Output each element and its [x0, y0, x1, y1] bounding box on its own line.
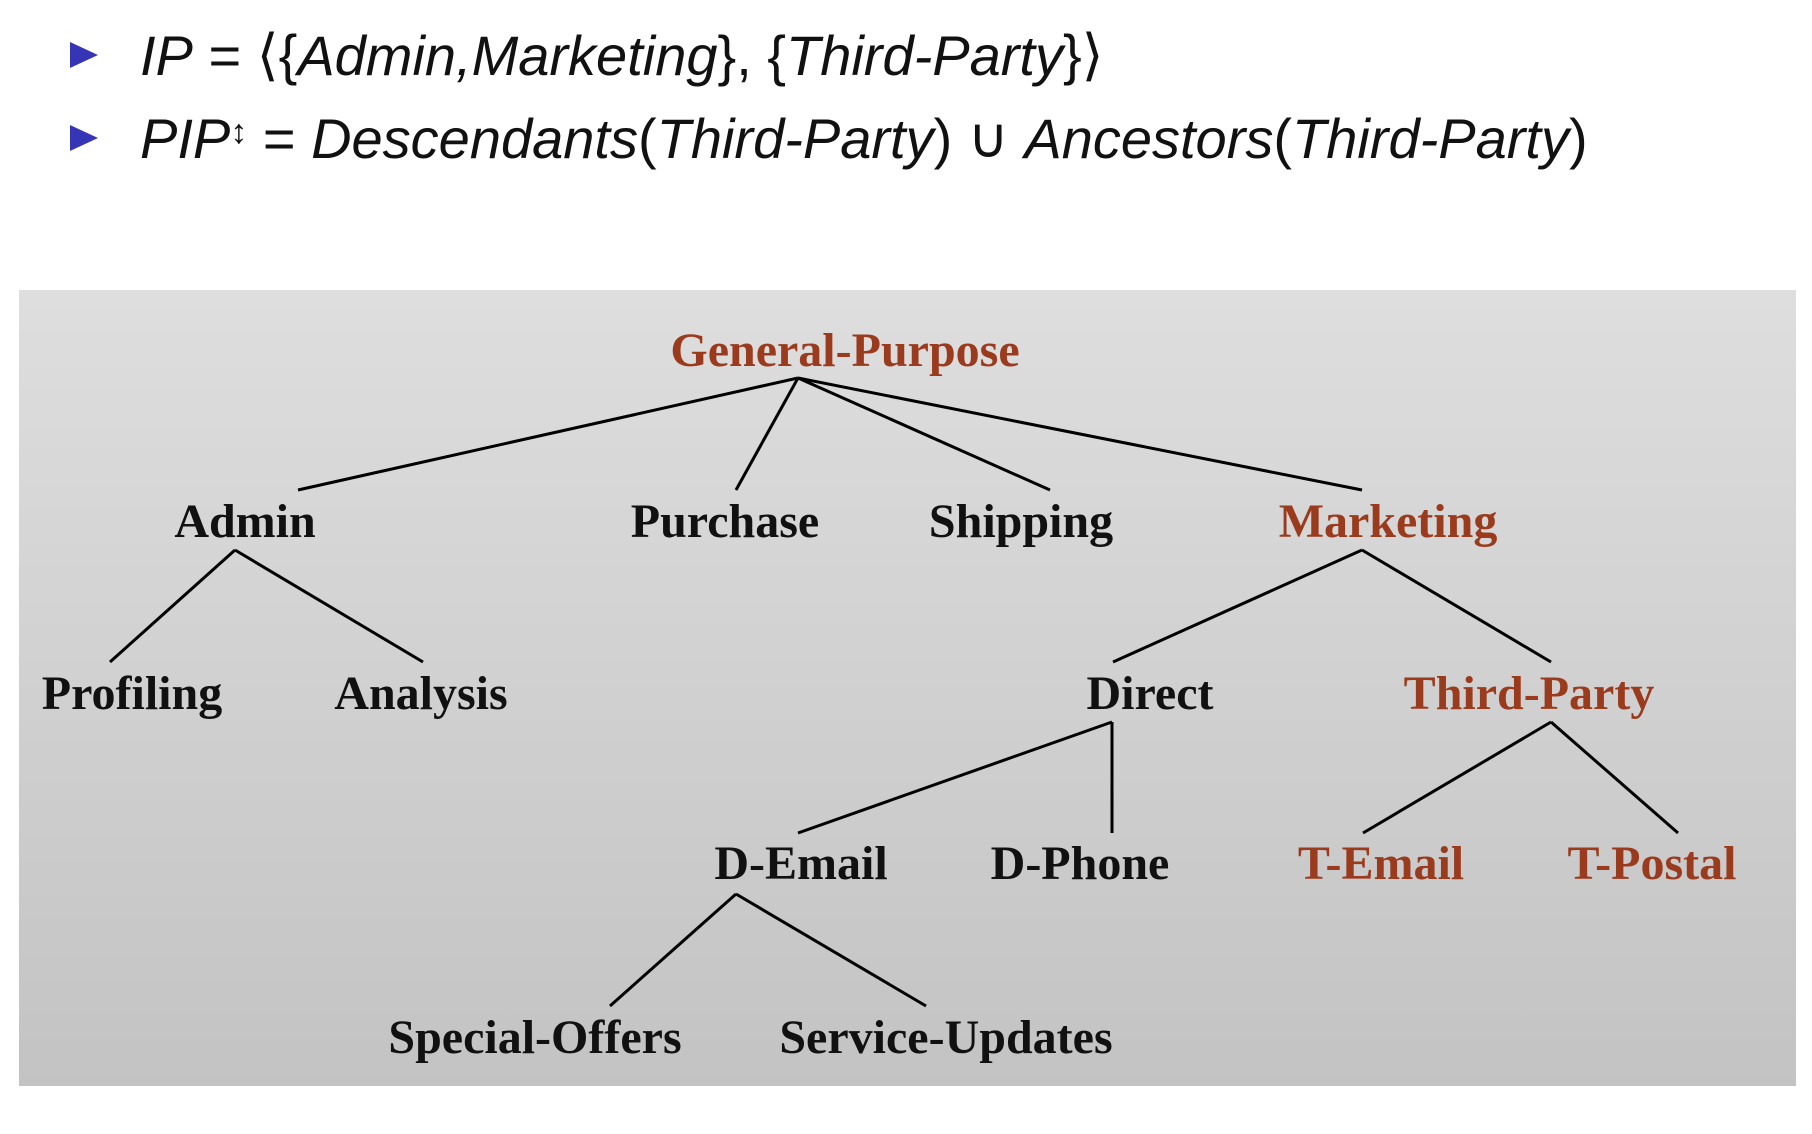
node-analysis: Analysis [334, 667, 507, 720]
edge-gp-purchase [734, 377, 800, 491]
node-marketing: Marketing [1279, 495, 1498, 548]
edge-third-party-t-postal [1550, 720, 1679, 835]
bullet-triangle-icon [70, 42, 98, 68]
edge-marketing-third-party [1361, 548, 1552, 664]
edge-gp-admin [297, 376, 799, 492]
node-admin: Admin [174, 495, 315, 548]
bullet-triangle-icon [70, 125, 98, 151]
tree-nodes: General-Purpose Admin Purchase Shipping … [42, 324, 1737, 1064]
pip-lhs: PIP [140, 106, 231, 170]
edge-direct-d-email [797, 720, 1113, 835]
edge-admin-analysis [234, 548, 424, 664]
equals: = [262, 106, 296, 170]
tree-background [19, 290, 1796, 1086]
equals: = [208, 23, 242, 87]
edge-marketing-direct [1112, 548, 1363, 664]
ip-third-party: Third-Party [786, 23, 1063, 87]
bullet-ip: IP = ⟨{Admin, Marketing}, {Third-Party}⟩ [70, 22, 1104, 88]
node-t-email: T-Email [1298, 837, 1464, 890]
node-d-phone: D-Phone [991, 837, 1170, 890]
updown-arrow-icon: ↕ [230, 112, 248, 151]
descendants-fn: Descendants [311, 106, 638, 170]
bracket-mid: }, { [717, 23, 787, 87]
edge-admin-profiling [108, 548, 237, 664]
node-special-offers: Special-Offers [388, 1011, 681, 1064]
bracket-open: ⟨{ [256, 23, 298, 86]
paren: ) [1568, 106, 1588, 170]
bullet-pip: PIP↕ = Descendants(Third-Party) ∪ Ancest… [70, 105, 1588, 171]
edge-d-email-special-offers [609, 892, 737, 1008]
union-symbol: ∪ [967, 106, 1009, 169]
ip-lhs: IP [140, 23, 193, 87]
descendants-arg: Third-Party [656, 106, 934, 170]
edge-gp-marketing [797, 376, 1363, 492]
ip-admin: Admin [297, 23, 457, 87]
paren: ) [933, 106, 953, 170]
paren: ( [1273, 106, 1292, 170]
ancestors-fn: Ancestors [1024, 106, 1274, 170]
node-t-postal: T-Postal [1568, 837, 1737, 890]
node-profiling: Profiling [42, 667, 222, 720]
ip-marketing: Marketing [471, 23, 718, 87]
node-direct: Direct [1086, 667, 1213, 720]
edge-third-party-t-email [1362, 720, 1552, 835]
comma: , [456, 23, 472, 87]
ancestors-arg: Third-Party [1292, 106, 1569, 170]
node-third-party: Third-Party [1404, 667, 1655, 720]
node-d-email: D-Email [714, 837, 887, 890]
edge-gp-shipping [797, 376, 1051, 492]
paren: ( [637, 106, 657, 170]
bracket-close: }⟩ [1062, 23, 1104, 86]
node-shipping: Shipping [929, 495, 1113, 548]
node-purchase: Purchase [631, 495, 819, 548]
tree-edges [108, 376, 1679, 1008]
node-service-updates: Service-Updates [779, 1011, 1112, 1064]
edge-d-email-service-updates [735, 892, 927, 1008]
node-general-purpose: General-Purpose [670, 324, 1019, 377]
